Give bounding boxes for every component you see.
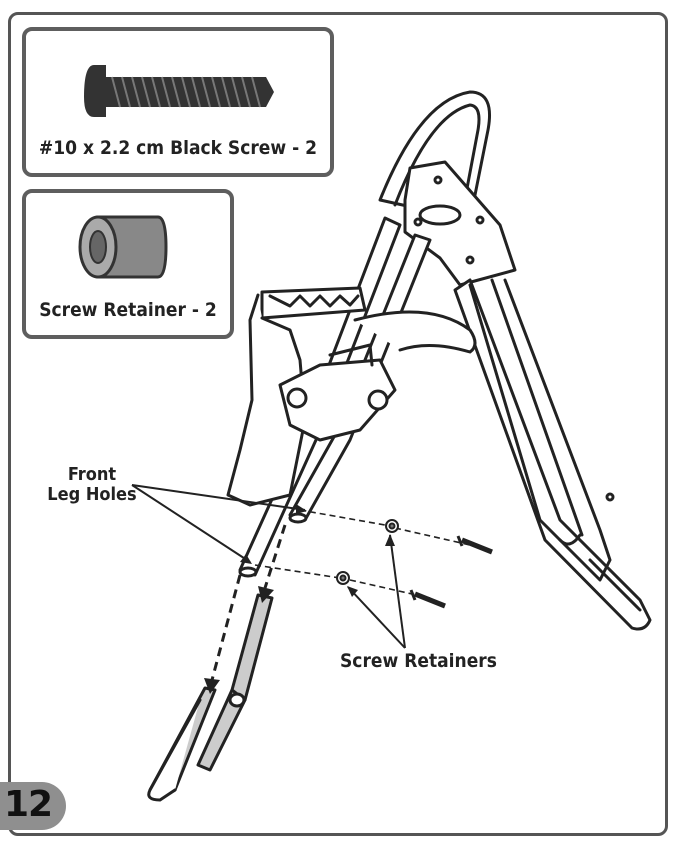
insert-arrow-left [210,574,242,681]
screw-retainer-upper [385,519,399,533]
guide-line-lower [254,564,341,579]
leader-retainers-1 [389,534,406,649]
black-screw-icon [84,65,274,117]
step-badge: 12 [0,782,66,830]
leader-front-holes-1 [131,484,306,511]
retainer-part-box: Screw Retainer - 2 [22,189,234,339]
step-number: 12 [4,784,53,825]
screw-lower [409,589,446,609]
screw-upper [456,535,493,555]
front-leg-holes-line2: Leg Holes [47,484,137,505]
leader-front-holes-2 [131,484,251,563]
screw-retainer-icon [78,215,168,279]
front-leg-holes-line1: Front [67,464,117,485]
screw-part-box: #10 x 2.2 cm Black Screw - 2 [22,27,334,177]
rear-leg [453,278,652,631]
guide-line-upper [299,509,386,526]
front-leg-holes-callout: Front Leg Holes [42,465,142,505]
retainer-label: Screw Retainer - 2 [39,299,217,321]
screw-retainers-callout: Screw Retainers [340,650,497,672]
insert-arrow-right [263,524,287,589]
leader-retainers-2 [347,586,406,649]
screw-label: #10 x 2.2 cm Black Screw - 2 [38,137,318,159]
screw-retainer-lower [336,571,350,585]
